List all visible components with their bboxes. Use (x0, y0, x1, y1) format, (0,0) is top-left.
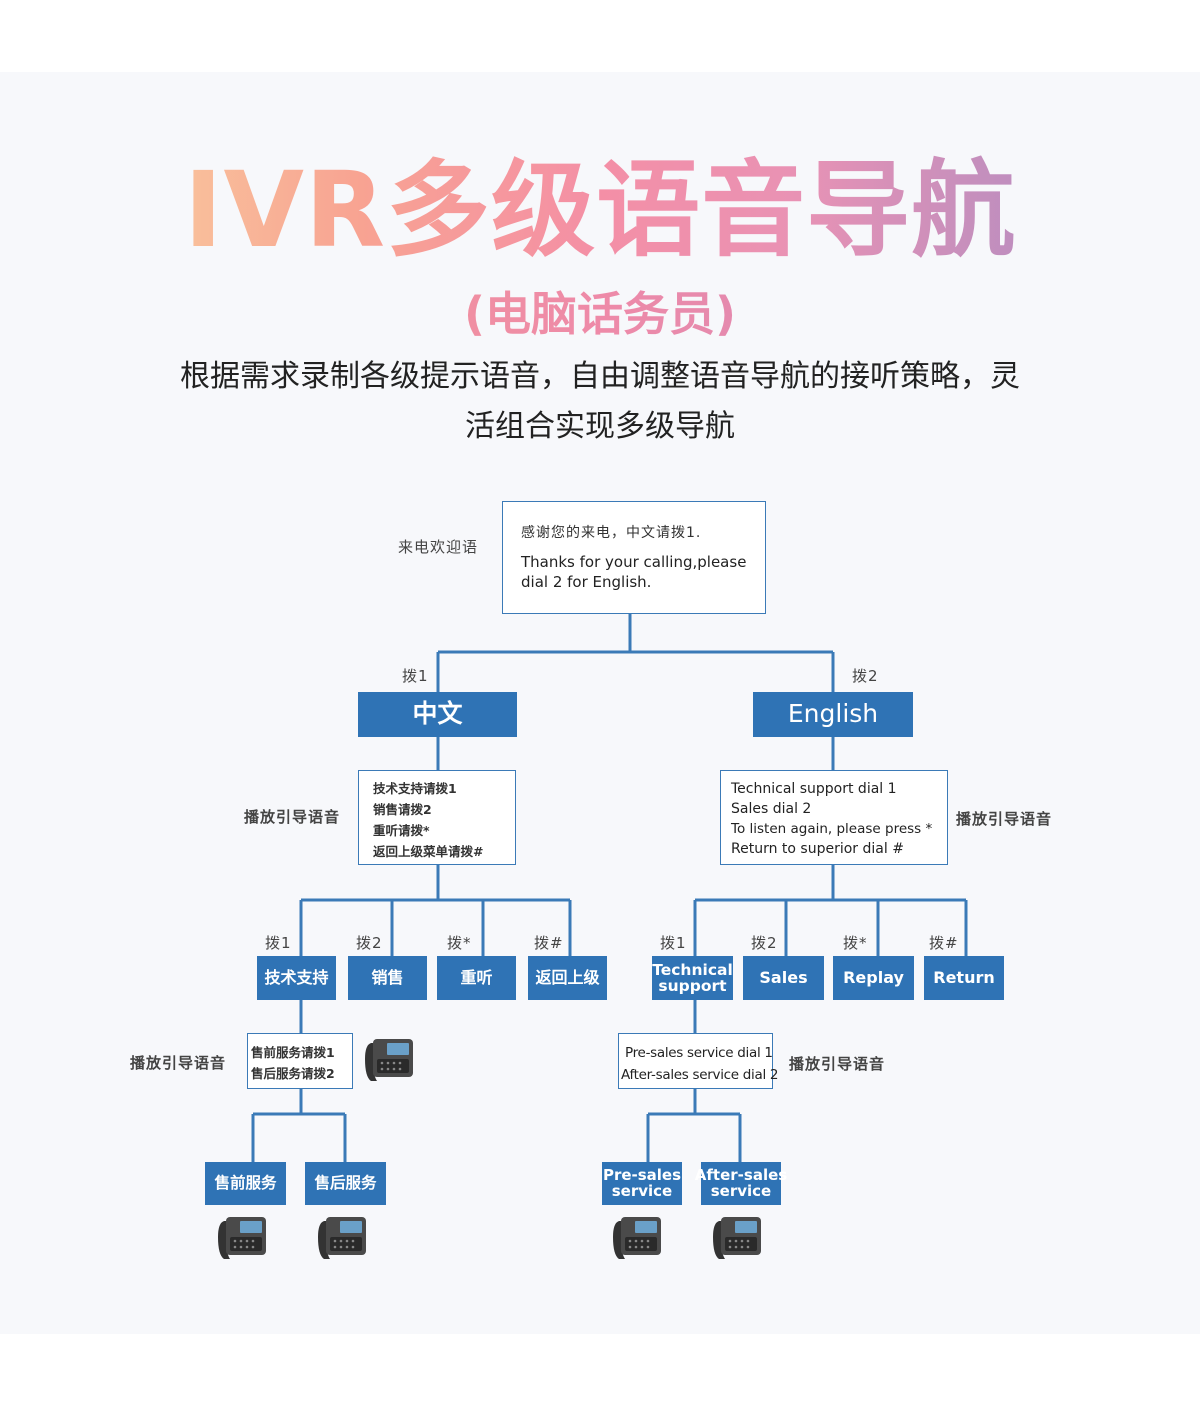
dial-label: 拨1 (265, 934, 292, 952)
node-presales-cn: 售前服务 (205, 1162, 286, 1205)
dial-label: 拨1 (402, 667, 429, 685)
connector (436, 614, 835, 692)
welcome-message-box: 感谢您的来电，中文请拨1. Thanks for your calling,pl… (502, 501, 766, 614)
dial-label: 拨# (929, 934, 959, 952)
menu-line: 重听请拨* (373, 823, 430, 838)
menu-line: 返回上级菜单请拨# (373, 844, 484, 859)
guide-voice-label: 播放引导语音 (789, 1055, 886, 1073)
node-chinese: 中文 (358, 692, 517, 737)
menu-line: 售后服务请拨2 (251, 1066, 335, 1081)
desk-phone-icon (713, 1217, 761, 1259)
connector (299, 865, 572, 956)
page-description: 根据需求录制各级提示语音，自由调整语音导航的接听策略，灵 活组合实现多级导航 (150, 352, 1050, 452)
node-tech-support-cn: 技术支持 (257, 956, 336, 1000)
guide-voice-label: 播放引导语音 (130, 1054, 227, 1072)
node-aftersales-en: After-sales service (695, 1162, 787, 1205)
menu-line: Pre-sales service dial 1 (625, 1045, 773, 1061)
node-sales-cn: 销售 (348, 956, 427, 1000)
connector (646, 1089, 742, 1162)
page-title: IVR多级语音导航 (0, 150, 1200, 270)
node-return-en: Return (924, 956, 1004, 1000)
node-label-line: support (658, 977, 727, 995)
desk-phone-icon (365, 1039, 413, 1081)
welcome-label: 来电欢迎语 (398, 538, 479, 556)
description-line-2: 活组合实现多级导航 (465, 409, 735, 444)
cn-menu-box: 技术支持请拨1 销售请拨2 重听请拨* 返回上级菜单请拨# (358, 770, 516, 865)
dial-label: 拨2 (852, 667, 879, 685)
node-return-cn: 返回上级 (528, 956, 607, 1000)
welcome-en-text-line2: dial 2 for English. (521, 573, 652, 591)
node-replay-en: Replay (833, 956, 914, 1000)
node-label-line: After-sales (694, 1165, 788, 1184)
desk-phone-icon (218, 1217, 266, 1259)
node-sales-en: Sales (743, 956, 824, 1000)
node-english: English (753, 692, 913, 737)
content-panel (0, 72, 1200, 1334)
dial-label: 拨# (534, 934, 564, 952)
node-label-line: Technical (652, 960, 733, 979)
en-sub-menu-box: Pre-sales service dial 1 After-sales ser… (618, 1033, 779, 1089)
menu-line: 技术支持请拨1 (373, 781, 457, 796)
guide-voice-label: 播放引导语音 (244, 808, 341, 826)
node-label-line: service (710, 1181, 772, 1200)
node-replay-cn: 重听 (437, 956, 516, 1000)
page-subtitle: (电脑话务员) (0, 284, 1200, 344)
welcome-cn-text: 感谢您的来电，中文请拨1. (521, 525, 702, 541)
menu-line: After-sales service dial 2 (621, 1067, 779, 1083)
dial-label: 拨2 (751, 934, 778, 952)
menu-line: Sales dial 2 (731, 801, 812, 817)
node-label-line: Pre-sales (602, 1165, 682, 1184)
node-presales-en: Pre-sales service (602, 1162, 682, 1205)
en-menu-box: Technical support dial 1 Sales dial 2 To… (720, 770, 948, 865)
desk-phone-icon (613, 1217, 661, 1259)
guide-voice-label: 播放引导语音 (956, 810, 1053, 828)
menu-line: 销售请拨2 (373, 802, 432, 817)
dial-label: 拨* (843, 934, 868, 952)
dial-label: 拨* (447, 934, 472, 952)
node-label-line: service (611, 1181, 673, 1200)
menu-line: Technical support dial 1 (731, 781, 897, 797)
node-tech-support-en: Technical support (652, 956, 733, 1000)
dial-label: 拨2 (356, 934, 383, 952)
desk-phone-icon (318, 1217, 366, 1259)
cn-sub-menu-box: 售前服务请拨1 售后服务请拨2 (247, 1033, 353, 1089)
menu-line: To listen again, please press * (731, 821, 933, 837)
menu-line: 售前服务请拨1 (251, 1045, 335, 1060)
welcome-en-text-line1: Thanks for your calling,please (521, 553, 747, 571)
dial-label: 拨1 (660, 934, 687, 952)
menu-line: Return to superior dial # (731, 841, 904, 857)
connector (693, 865, 968, 956)
description-line-1: 根据需求录制各级提示语音，自由调整语音导航的接听策略，灵 (180, 359, 1020, 394)
node-aftersales-cn: 售后服务 (305, 1162, 386, 1205)
connector (251, 1089, 347, 1162)
